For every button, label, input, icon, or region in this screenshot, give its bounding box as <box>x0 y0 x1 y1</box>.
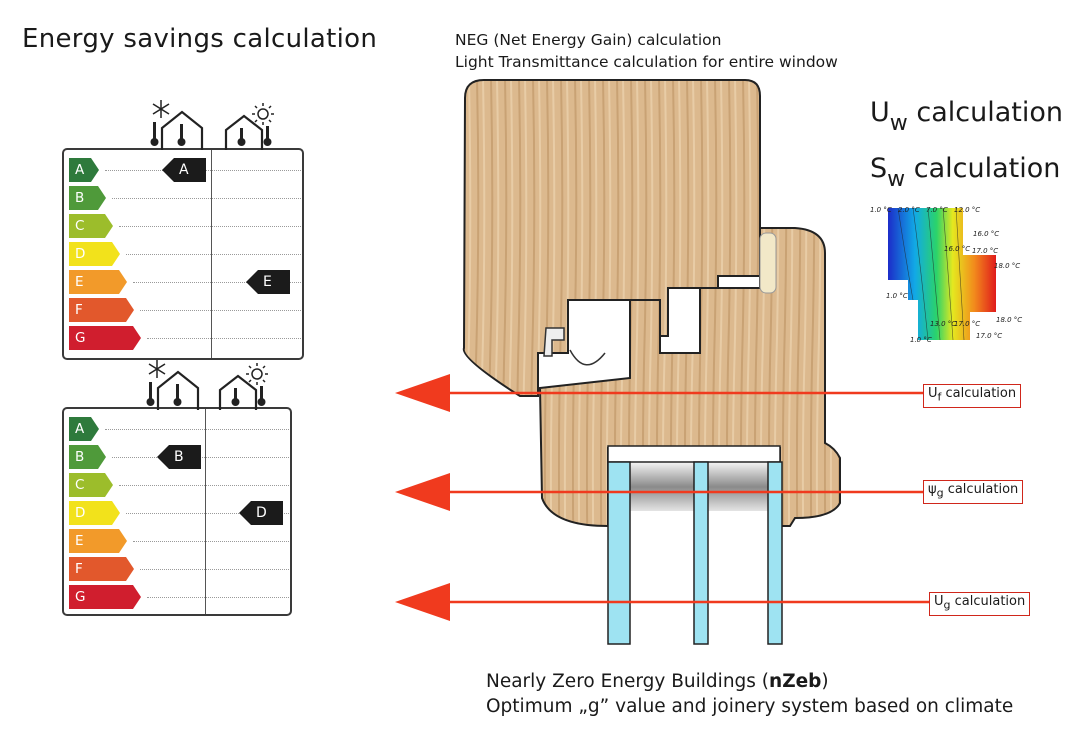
thermal-label: 1.0 °C <box>910 336 932 344</box>
thermal-label: 1.0 °C <box>886 292 908 300</box>
glass-pane-3 <box>767 461 783 645</box>
thermometer-icon <box>263 126 272 146</box>
thermal-label: 2.0 °C <box>898 206 920 214</box>
psig-arrow <box>395 473 930 511</box>
house-icon <box>160 110 204 150</box>
sun-icon <box>246 363 268 385</box>
nzeb-description: Nearly Zero Energy Buildings (nZeb) Opti… <box>486 669 1013 719</box>
thermometer-icon <box>150 122 159 146</box>
energy-class-letter: A <box>75 162 85 178</box>
energy-class-letter: C <box>75 477 85 493</box>
thermal-label: 17.0 °C <box>954 320 981 328</box>
uf-arrow <box>395 374 930 412</box>
neg-description: NEG (Net Energy Gain) calculation Light … <box>455 29 838 73</box>
window-profile-section <box>462 79 841 645</box>
energy-class-letter: F <box>75 302 83 318</box>
energy-class-letter: E <box>75 533 84 549</box>
thermal-label: 12.0 °C <box>954 206 981 214</box>
thermal-label: 7.0 °C <box>926 206 948 214</box>
energy-class-letter: G <box>75 589 86 605</box>
thermal-label: 17.0 °C <box>972 247 999 255</box>
nzeb-line-2: Optimum „g” value and joinery system bas… <box>486 696 1014 717</box>
energy-class-letter: B <box>75 449 85 465</box>
gasket <box>759 232 777 294</box>
thermal-simulation <box>888 207 996 341</box>
thermal-label: 17.0 °C <box>976 332 1003 340</box>
glass-pane-2 <box>693 461 709 645</box>
thermometer-icon <box>257 386 266 406</box>
sw-calculation: Sw calculation <box>870 153 1061 192</box>
thermometer-icon <box>231 388 240 406</box>
thermal-label: 1.0 °C <box>870 206 892 214</box>
house-icon <box>156 370 200 410</box>
thermometer-icon <box>177 124 186 146</box>
cooling-rating-marker: E <box>246 270 290 294</box>
house-icon <box>218 374 258 410</box>
frame-profile <box>538 227 841 528</box>
thermometer-icon <box>237 128 246 146</box>
thermal-label: 18.0 °C <box>996 316 1023 324</box>
energy-class-letter: D <box>75 246 86 262</box>
arrows <box>395 374 930 621</box>
snowflake-icon <box>152 100 170 118</box>
drip-hardware <box>543 327 565 357</box>
snowflake-icon <box>148 360 166 378</box>
energy-class-letter: F <box>75 561 83 577</box>
uf-callout: Uf calculation <box>923 384 1022 408</box>
energy-class-letter: A <box>75 421 85 437</box>
energy-class-letter: B <box>75 190 85 206</box>
neg-line-1: NEG (Net Energy Gain) calculation <box>455 31 722 49</box>
energy-class-letter: E <box>75 274 84 290</box>
sash-profile <box>462 79 761 397</box>
psig-callout: ψg calculation <box>923 480 1024 504</box>
thermometer-icon <box>146 382 155 406</box>
thermal-label: 16.0 °C <box>973 230 1000 238</box>
cooling-rating-marker: D <box>239 501 283 525</box>
ug-arrow <box>395 583 930 621</box>
thermal-label: 16.0 °C <box>944 245 971 253</box>
thermometer-icon <box>173 384 182 406</box>
climate-icons-2 <box>146 360 268 410</box>
glass-pane-1 <box>607 461 631 645</box>
energy-class-letter: G <box>75 330 86 346</box>
uw-sw-heading: Uw calculation Sw calculation <box>870 90 1063 202</box>
climate-icons-1 <box>150 100 274 150</box>
energy-class-letter: C <box>75 218 85 234</box>
neg-line-2: Light Transmittance calculation for enti… <box>455 53 838 71</box>
energy-class-letter: D <box>75 505 86 521</box>
nzeb-line-1: Nearly Zero Energy Buildings (nZeb) <box>486 671 829 692</box>
heating-rating-marker: A <box>162 158 206 182</box>
ug-callout: Ug calculation <box>929 592 1031 616</box>
house-icon <box>224 114 264 150</box>
heating-rating-marker: B <box>157 445 201 469</box>
page-title: Energy savings calculation <box>22 24 378 54</box>
uw-calculation: Uw calculation <box>870 97 1063 136</box>
thermal-label: 13.0 °C <box>930 320 957 328</box>
sun-icon <box>252 103 274 125</box>
thermal-label: 18.0 °C <box>994 262 1021 270</box>
